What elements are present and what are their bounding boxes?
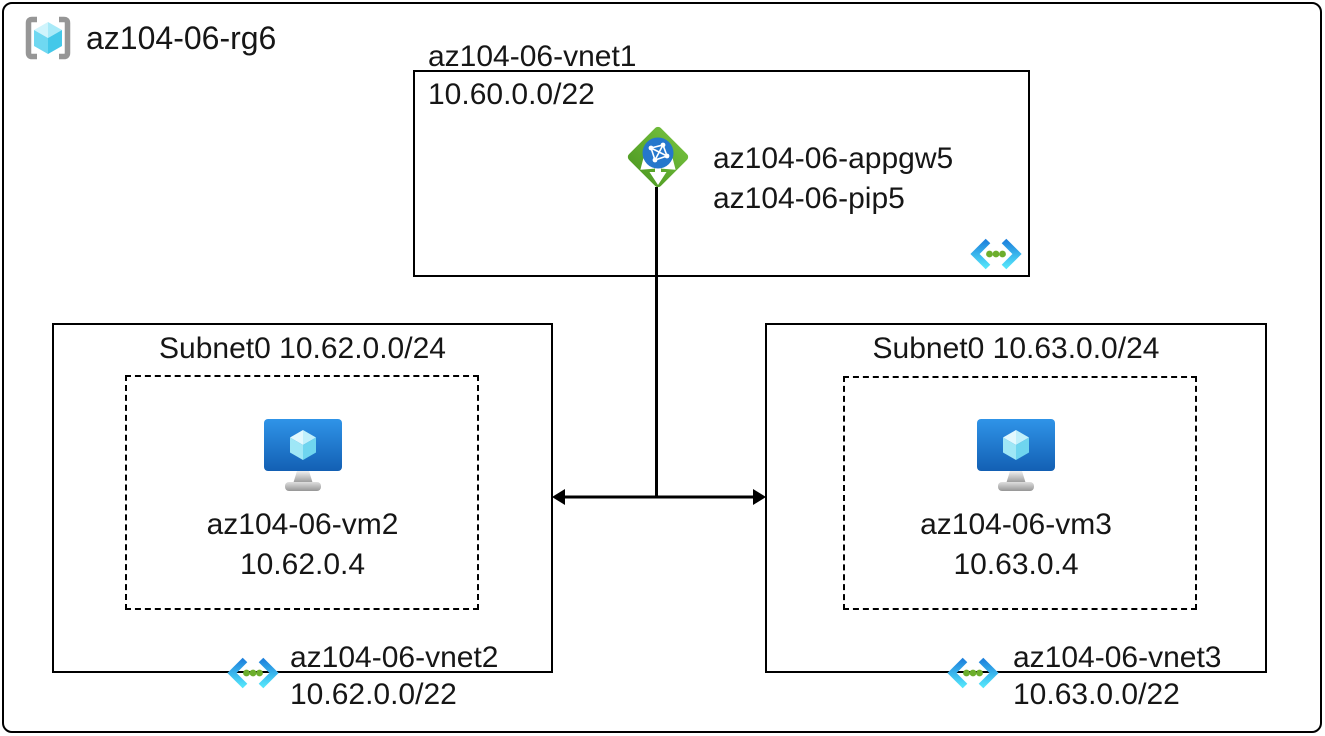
connector-horizontal-arrow xyxy=(552,489,766,505)
resource-group-header: az104-06-rg6 xyxy=(22,15,276,61)
vm2-name: az104-06-vm2 xyxy=(206,508,399,541)
vm2-ip: 10.62.0.4 xyxy=(239,548,366,581)
resource-group-label: az104-06-rg6 xyxy=(86,20,277,56)
vnet1-box: 10.60.0.0/22 xyxy=(413,70,1030,277)
vnet1-cidr: 10.60.0.0/22 xyxy=(428,78,595,111)
subnet0-right-dashed-boundary xyxy=(843,376,1197,610)
vnet3-cidr: 10.63.0.0/22 xyxy=(1013,678,1180,711)
vnet2-box: Subnet0 10.62.0.0/24 az104-06-vm2 10.62.… xyxy=(52,323,553,673)
connector-vertical-line xyxy=(655,187,658,497)
vnet2-labels: az104-06-vnet2 10.62.0.0/22 xyxy=(290,639,498,713)
virtual-machine-icon xyxy=(263,419,342,491)
appgw-name: az104-06-appgw5 xyxy=(713,142,954,175)
virtual-network-icon xyxy=(227,657,279,689)
virtual-network-icon xyxy=(947,657,999,689)
virtual-network-icon xyxy=(970,238,1022,270)
vnet2-cidr: 10.62.0.0/22 xyxy=(290,678,457,711)
vnet3-name: az104-06-vnet3 xyxy=(1013,641,1222,674)
subnet0-left-dashed-boundary xyxy=(125,375,479,610)
vm3-ip: 10.63.0.4 xyxy=(953,548,1079,581)
vnet2-name: az104-06-vnet2 xyxy=(290,641,499,674)
vnet1-title: az104-06-vnet1 xyxy=(428,40,637,73)
pip-name: az104-06-pip5 xyxy=(713,182,905,215)
appgw-labels: az104-06-appgw5 az104-06-pip5 xyxy=(713,139,953,219)
vnet3-labels: az104-06-vnet3 10.63.0.0/22 xyxy=(1013,639,1221,713)
virtual-machine-icon xyxy=(977,419,1055,491)
vnet3-box: Subnet0 10.63.0.0/24 az104-06-vm3 10.63.… xyxy=(765,323,1267,673)
subnet0-left-title: Subnet0 10.62.0.0/24 xyxy=(159,332,446,365)
application-gateway-icon xyxy=(627,126,689,188)
resource-group-icon xyxy=(25,16,71,60)
vm3-name: az104-06-vm3 xyxy=(920,508,1112,541)
subnet0-right-title: Subnet0 10.63.0.0/24 xyxy=(872,332,1160,365)
